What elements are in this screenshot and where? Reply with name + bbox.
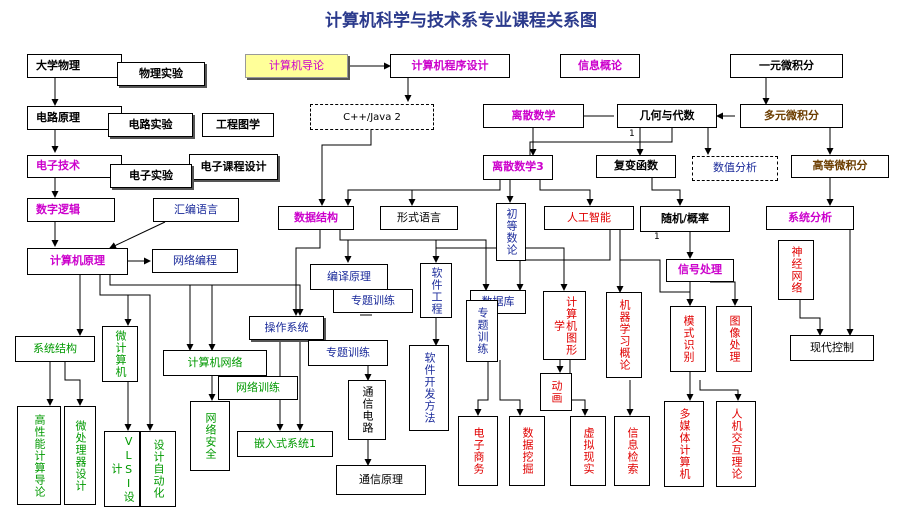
course-shujuku-zhuanti: 专题训练 — [466, 300, 498, 362]
course-caozuo-xitong: 操作系统 — [249, 316, 324, 340]
arrow — [569, 360, 589, 416]
course-jisuanji-yuanli: 计算机原理 — [27, 248, 128, 275]
arrow — [344, 180, 501, 206]
course-jisuanji-daolun: 计算机导论 — [245, 54, 348, 78]
course-shuzhi-fenxi: 数值分析 — [692, 156, 778, 181]
course-qianrushi: 嵌入式系统1 — [237, 431, 333, 457]
course-daxue-wuli: 大学物理 — [27, 54, 122, 78]
arrow — [110, 294, 154, 431]
course-sheji-zidonghua: 设计自动化 — [140, 431, 176, 507]
course-wuli-shiyan: 物理实验 — [117, 62, 205, 86]
course-ruanjian-gongcheng: 软件工程 — [420, 263, 452, 318]
course-gongcheng-tuxue: 工程图学 — [202, 113, 274, 137]
course-jihe-daishu: 几何与代数 — [617, 104, 717, 128]
course-gaodeng-weijifen: 高等微积分 — [791, 155, 889, 178]
course-renji-jiaohu: 人机交互理论 — [716, 401, 756, 487]
course-bianyi-yuanli: 编译原理 — [310, 264, 388, 290]
course-zhuanti-xunlian2: 专题训练 — [308, 340, 388, 366]
course-xingshi-yuyan: 形式语言 — [380, 206, 458, 230]
course-dianzi-jishu: 电子技术 — [27, 155, 122, 178]
arrow — [318, 130, 372, 206]
course-jiqi-xuexi-gailun: 机器学习概论 — [606, 292, 642, 378]
course-huibian-yuyan: 汇编语言 — [153, 198, 239, 222]
course-shuju-jiegou: 数据结构 — [278, 206, 354, 230]
course-wangluo-anquan: 网络安全 — [190, 401, 230, 471]
arrow — [499, 360, 524, 416]
arrow — [99, 275, 132, 326]
arrow — [436, 247, 568, 291]
course-yiyuan-weijifen: 一元微积分 — [730, 54, 843, 78]
arrow — [799, 300, 824, 336]
course-gaoxingneng: 高性能计算导论 — [17, 406, 61, 505]
course-weijisuanji: 微计算机 — [102, 326, 138, 382]
course-vlsi: VLSI设计 — [104, 431, 140, 507]
course-weichuliqi: 微处理器设计 — [64, 406, 96, 505]
course-shuju-wajue: 数据挖掘 — [509, 416, 545, 486]
course-shenjing-wangluo: 神经网络 — [778, 240, 814, 300]
course-wangluo-biancheng: 网络编程 — [152, 249, 238, 273]
course-rengong-zhineng: 人工智能 — [544, 206, 634, 230]
course-xitong-fenxi: 系统分析 — [766, 206, 854, 230]
course-xitong-jiegou: 系统结构 — [15, 336, 95, 362]
course-dianzi-shangwu: 电子商务 — [458, 416, 498, 486]
course-chudeng-shulun: 初等数论 — [496, 203, 526, 261]
arrow — [110, 284, 304, 316]
marker-one: 1 — [629, 129, 635, 139]
arrow — [539, 180, 594, 206]
course-duomeiti: 多媒体计算机 — [664, 401, 704, 487]
course-tuxiang-chuli: 图像处理 — [716, 306, 752, 372]
course-wangluo-xunlian: 网络训练 — [218, 376, 298, 400]
course-xinhao-chuli: 信号处理 — [666, 259, 734, 282]
arrow — [339, 230, 352, 263]
course-lisan-shuxue: 离散数学 — [483, 104, 584, 128]
course-donghua: 动画 — [540, 373, 572, 411]
course-jisuanji-tuxingxue: 计算机图形学 — [543, 291, 586, 360]
arrow — [64, 362, 84, 406]
course-tongxin-dianlu: 通信电路 — [348, 380, 386, 440]
course-xinxi-jiansuo: 信息检索 — [614, 416, 650, 486]
course-shuzi-luoji: 数字逻辑 — [27, 198, 115, 222]
course-ruanjian-kaifa: 软件开发方法 — [409, 345, 449, 431]
course-chengxu-sheji: 计算机程序设计 — [390, 54, 510, 78]
course-xuni-xianshi: 虚拟现实 — [570, 416, 606, 486]
arrow — [348, 239, 440, 263]
arrow — [651, 178, 684, 206]
course-suiji-gailv: 随机/概率 — [640, 206, 730, 232]
course-jisuanji-wangluo: 计算机网络 — [163, 350, 267, 376]
page-title: 计算机科学与技术系专业课程关系图 — [325, 11, 597, 31]
course-fubian-hanshu: 复变函数 — [596, 155, 676, 178]
arrow — [292, 230, 321, 316]
arrow — [699, 380, 742, 401]
arrow — [436, 239, 490, 291]
arrow — [474, 360, 489, 416]
course-xiandai-kongzhi: 现代控制 — [790, 335, 874, 361]
course-dianlu-yuanli: 电路原理 — [27, 106, 122, 130]
marker-one: 1 — [654, 232, 660, 242]
course-duoyuan-weijifen: 多元微积分 — [740, 104, 843, 128]
arrow — [710, 281, 739, 306]
arrow — [529, 128, 673, 155]
course-moshi-shibie: 模式识别 — [670, 306, 706, 372]
course-dianzi-kecheng-sheji: 电子课程设计 — [189, 154, 278, 180]
arrow — [109, 221, 166, 249]
course-zhuanti-xunlian: 专题训练 — [333, 289, 413, 313]
course-xinxi-gailun: 信息概论 — [560, 54, 640, 78]
arrow — [408, 189, 500, 206]
course-dianzi-shiyan: 电子实验 — [110, 164, 192, 188]
course-dianlu-shiyan: 电路实验 — [108, 113, 193, 137]
arrow — [516, 230, 611, 291]
course-lisan-shuxue3: 离散数学3 — [483, 155, 553, 180]
course-cpp-java: C++/Java 2 — [310, 104, 434, 130]
course-tongxin-yuanli: 通信原理 — [336, 465, 426, 495]
